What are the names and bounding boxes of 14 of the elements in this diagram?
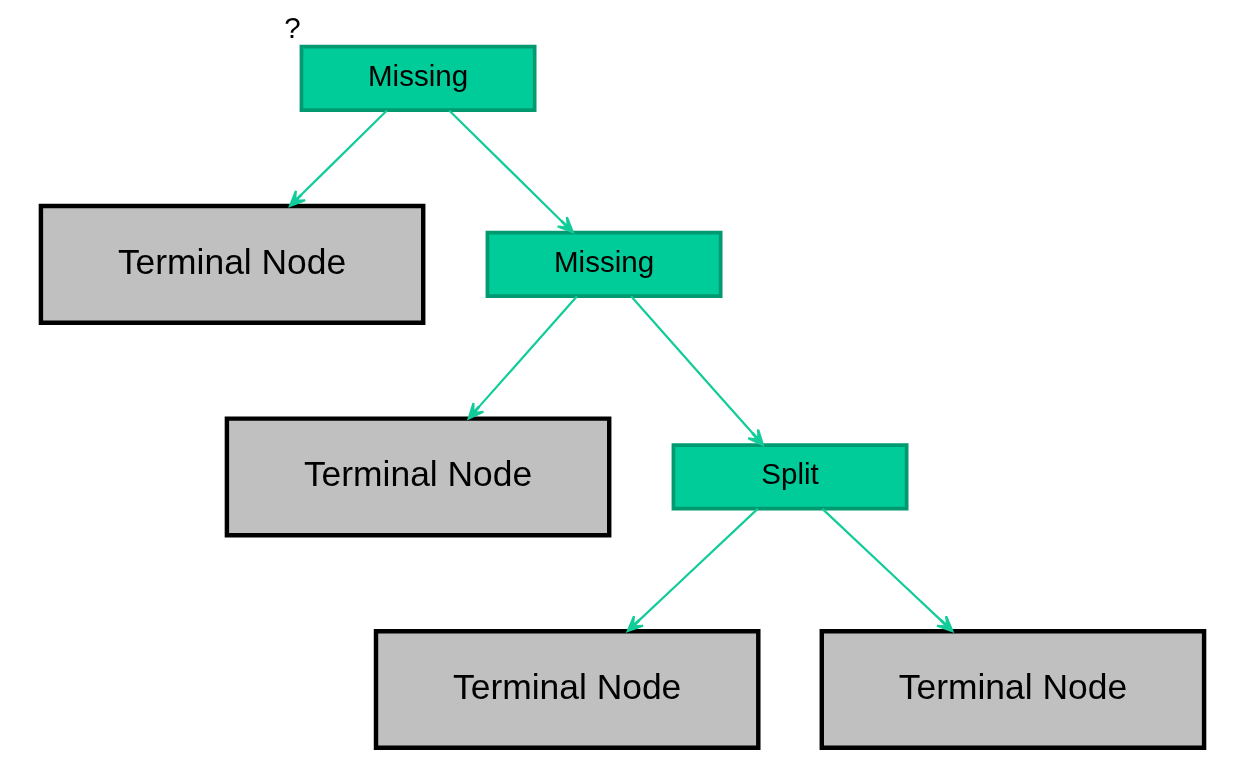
arrow [467, 295, 578, 420]
arrow [448, 109, 574, 234]
node-box: Missing [485, 230, 723, 298]
node-box: Terminal Node [819, 629, 1207, 751]
arrow [626, 508, 759, 633]
node-box: Terminal Node [38, 203, 426, 325]
arrow [288, 109, 388, 207]
node-box: Split [671, 443, 909, 511]
arrow [821, 508, 954, 633]
node-box: Terminal Node [373, 629, 761, 751]
node-box: Missing [299, 44, 537, 112]
node-box: Terminal Node [224, 416, 612, 538]
arrow [630, 295, 765, 447]
node-label: ? [284, 10, 301, 44]
